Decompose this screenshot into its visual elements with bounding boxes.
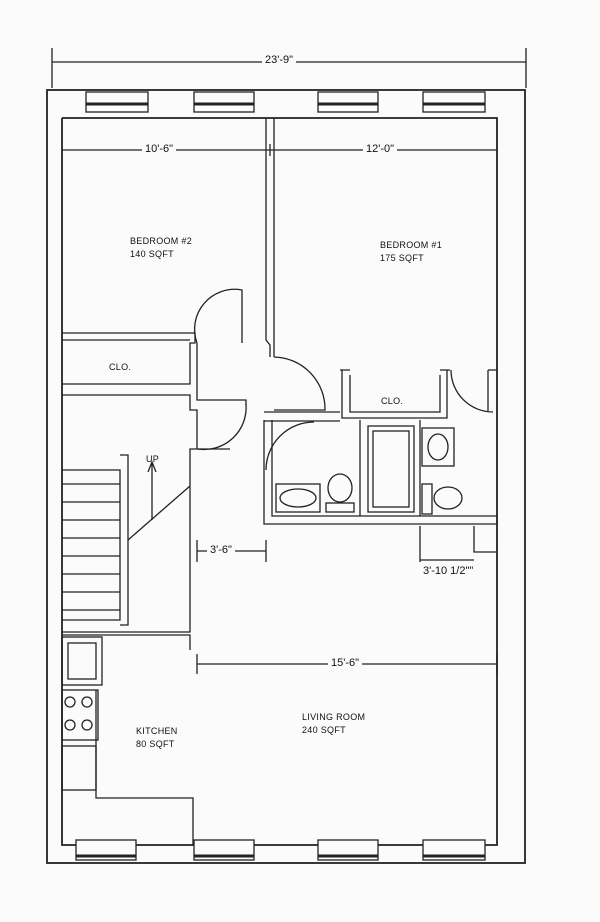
bedroom2-width-label: 10'-6" xyxy=(142,144,177,155)
living-room-area: 240 SQFT xyxy=(302,725,346,735)
bedroom1-closet xyxy=(340,369,497,419)
door-swings xyxy=(193,288,494,471)
stair-up-label: UP xyxy=(146,454,160,464)
bedroom2-name: BEDROOM #2 xyxy=(130,236,193,246)
bedroom1-area: 175 SQFT xyxy=(380,253,424,263)
bedroom1-closet-label: CLO. xyxy=(381,396,404,406)
overall-width-label: 23'-9" xyxy=(262,55,297,66)
kitchen-area: 80 SQFT xyxy=(136,739,175,749)
bedroom-dimension-line xyxy=(62,144,497,156)
kitchen-name: KITCHEN xyxy=(136,726,178,736)
bathroom xyxy=(263,420,498,525)
living-room-name: LIVING ROOM xyxy=(302,712,366,722)
top-windows xyxy=(85,91,486,113)
bedroom2-closet xyxy=(62,332,196,385)
kitchen-fixtures xyxy=(61,634,194,845)
bath-offset-dimension-line xyxy=(419,526,497,562)
bath-offset-label: 3'-10 1/2"" xyxy=(420,566,477,577)
bedroom-partition xyxy=(265,118,275,357)
bottom-windows xyxy=(75,839,486,861)
bedroom2-area: 140 SQFT xyxy=(130,249,174,259)
bedroom1-name: BEDROOM #1 xyxy=(380,240,443,250)
stair xyxy=(62,454,191,626)
bedroom2-closet-label: CLO. xyxy=(109,362,132,372)
hall-walls xyxy=(62,343,340,633)
exterior-wall xyxy=(46,89,526,864)
hall-width-label: 3'-6" xyxy=(207,545,235,556)
bedroom1-width-label: 12'-0" xyxy=(363,144,398,155)
living-width-label: 15'-6" xyxy=(328,658,363,669)
